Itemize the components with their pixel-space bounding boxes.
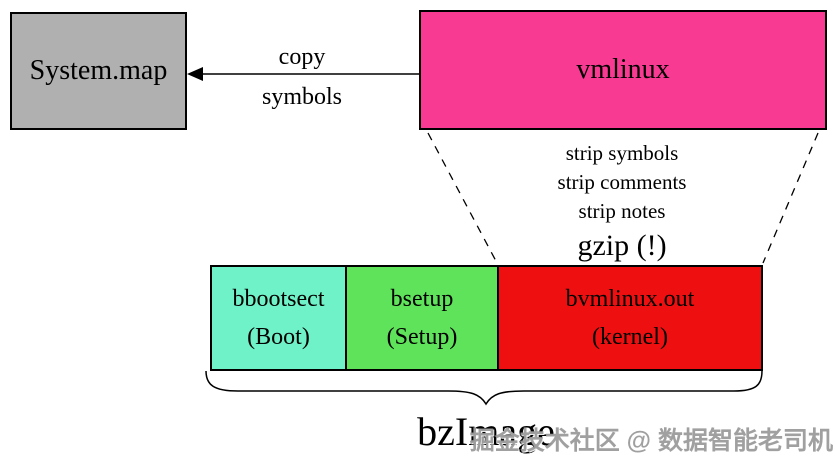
arrow-label-symbols: symbols bbox=[261, 84, 342, 110]
copy-symbols-arrowhead-icon bbox=[187, 67, 203, 81]
watermark-text: 掘金技术社区 @ 数据智能老司机 bbox=[469, 427, 833, 455]
vmlinux-node: vmlinux bbox=[419, 10, 827, 130]
step-strip-symbols: strip symbols bbox=[565, 141, 679, 165]
bsetup-sublabel: (Setup) bbox=[386, 324, 458, 350]
bsetup-segment: bsetup (Setup) bbox=[345, 265, 499, 371]
step-gzip: gzip (!) bbox=[577, 229, 667, 262]
bvmlinux-out-segment: bvmlinux.out (kernel) bbox=[497, 265, 763, 371]
funnel-dashed-left-line bbox=[427, 132, 498, 264]
bzimage-label: bzImage bbox=[417, 409, 555, 454]
system-map-node: System.map bbox=[10, 12, 187, 130]
bzimage-brace bbox=[205, 370, 763, 406]
step-strip-notes: strip notes bbox=[578, 199, 666, 223]
bbootsect-segment: bbootsect (Boot) bbox=[210, 265, 347, 371]
system-map-label: System.map bbox=[29, 55, 168, 86]
bvmlinux-out-label: bvmlinux.out bbox=[565, 286, 695, 312]
bbootsect-sublabel: (Boot) bbox=[247, 324, 310, 350]
step-strip-comments: strip comments bbox=[557, 170, 687, 194]
arrow-label-copy: copy bbox=[278, 44, 326, 70]
vmlinux-label: vmlinux bbox=[576, 54, 670, 85]
transform-steps: strip symbols strip comments strip notes… bbox=[470, 139, 774, 264]
bsetup-label: bsetup bbox=[390, 286, 454, 312]
bvmlinux-out-sublabel: (kernel) bbox=[592, 324, 668, 350]
bbootsect-label: bbootsect bbox=[232, 286, 325, 312]
